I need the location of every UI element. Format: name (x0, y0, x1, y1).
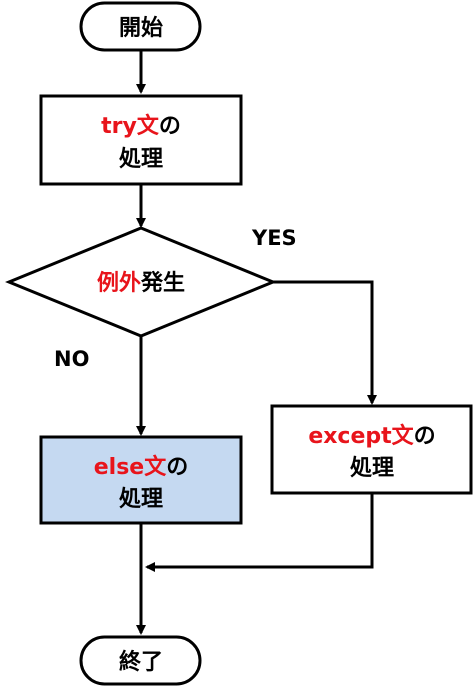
except-label-line1: except文の (308, 423, 435, 449)
except-particle: の (414, 424, 436, 449)
end-terminator (79, 635, 202, 686)
else-particle: の (166, 455, 188, 480)
else-process-box (39, 435, 243, 525)
except-label-line2: 処理 (350, 455, 394, 481)
try-keyword: try文 (101, 113, 160, 139)
except-keyword: except文 (308, 423, 414, 449)
else-label-line2: 処理 (119, 486, 163, 512)
else-keyword: else文 (94, 454, 167, 480)
try-process-box (39, 94, 243, 186)
decision-label: 例外発生 (97, 270, 185, 296)
end-label: 終了 (119, 649, 163, 675)
start-label: 開始 (119, 15, 163, 41)
start-terminator (79, 1, 202, 52)
no-label: NO (54, 347, 89, 371)
except-process-box (270, 404, 473, 495)
try-label-line2: 処理 (119, 146, 163, 172)
decision-label-black: 発生 (140, 271, 185, 296)
edge-decision-to-except (273, 280, 377, 405)
decision-label-red: 例外 (97, 270, 141, 296)
else-label-line1: else文の (94, 454, 189, 480)
try-particle: の (159, 114, 181, 139)
exception-decision-diamond (5, 226, 277, 338)
try-label-line1: try文の (101, 113, 181, 139)
edge-except-to-merge (145, 493, 374, 572)
yes-label: YES (251, 226, 297, 250)
